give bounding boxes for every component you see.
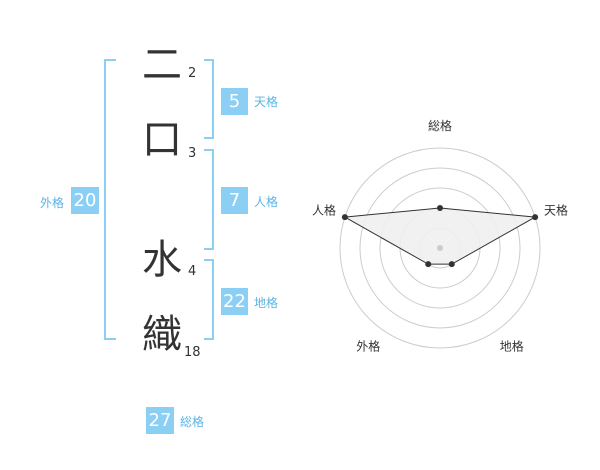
radar-axis-label-5: 人格 <box>312 202 336 217</box>
jinkaku-label: 人格 <box>254 195 279 209</box>
tenkaku-score-box: 5 <box>221 88 248 115</box>
radar-axis-label-3: 地格 <box>500 339 524 354</box>
chikaku-label: 地格 <box>254 296 279 310</box>
radar-point-3 <box>448 261 455 268</box>
radar-series-polygon <box>343 207 537 265</box>
name-char-1: 二 <box>142 42 182 88</box>
name-char-4: 織 <box>142 312 182 358</box>
radar-axis-label-2: 天格 <box>544 202 568 217</box>
radar-point-2 <box>532 214 539 221</box>
radar-grid-ring <box>379 187 501 309</box>
stroke-count-1: 2 <box>188 66 197 81</box>
name-char-2: 口 <box>142 117 182 163</box>
gaikaku-score-box: 20 <box>71 187 99 214</box>
radar-axis-label-4: 外格 <box>356 339 380 354</box>
radar-point-5 <box>341 214 348 221</box>
stroke-count-2: 3 <box>188 146 197 161</box>
stroke-count-3: 4 <box>188 264 197 279</box>
gaikaku-label: 外格 <box>40 196 65 210</box>
tenkaku-label: 天格 <box>254 95 279 109</box>
soukaku-label: 総格 <box>180 415 205 429</box>
radar-grid-ring <box>339 147 541 349</box>
soukaku-score-box: 27 <box>146 407 174 434</box>
radar-point-1 <box>437 205 443 211</box>
name-char-3: 水 <box>142 237 182 283</box>
chikaku-score-box: 22 <box>221 288 248 315</box>
radar-grid-ring <box>359 167 521 329</box>
radar-point-4 <box>425 261 432 268</box>
radar-center-dot <box>437 245 443 251</box>
jinkaku-score-box: 7 <box>221 187 248 214</box>
radar-axis-label-1: 総格 <box>428 118 452 133</box>
stroke-count-4: 18 <box>184 345 201 360</box>
